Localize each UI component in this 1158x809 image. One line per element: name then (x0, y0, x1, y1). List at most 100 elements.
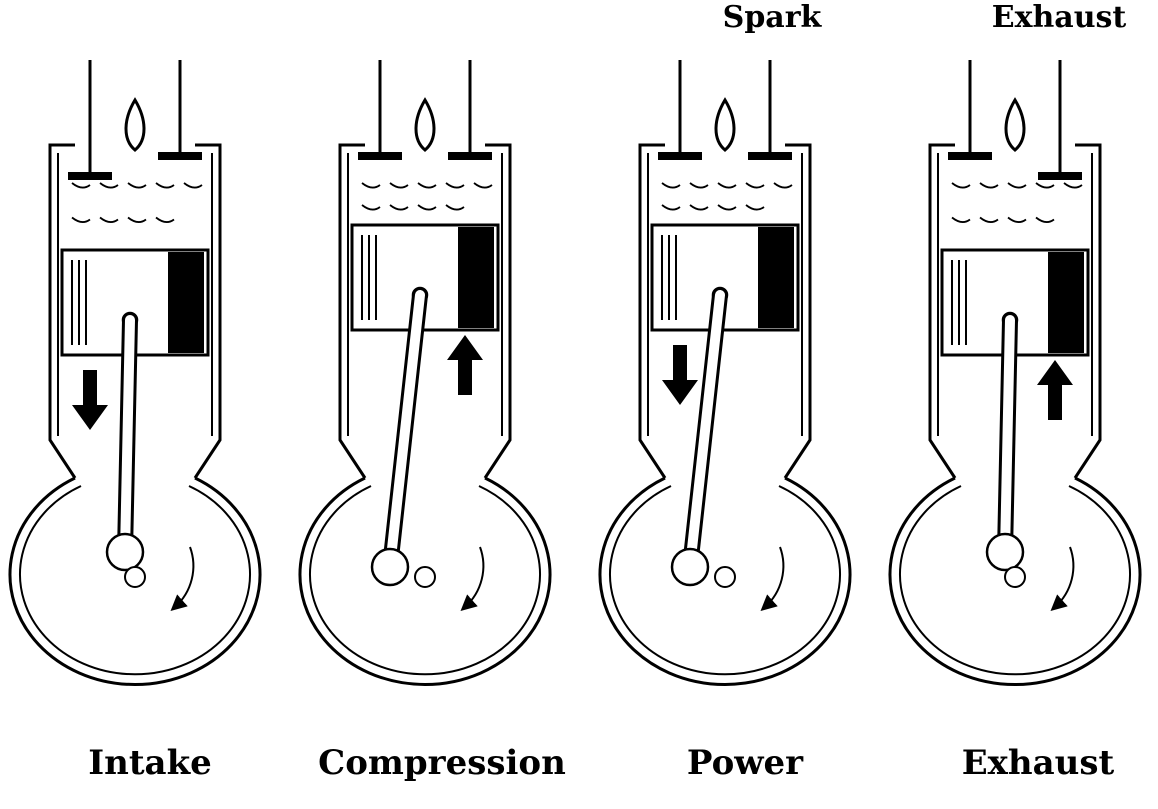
crankcase (298, 476, 552, 686)
stroke-label-exhaust: Exhaust (961, 743, 1115, 783)
gas-swirl (445, 182, 465, 189)
crankshaft (414, 566, 436, 588)
crank-pin (105, 532, 145, 572)
piston-shade (758, 227, 794, 328)
gas-swirl (361, 204, 381, 211)
gas-swirl (361, 182, 381, 189)
crankcase-inner (19, 485, 251, 676)
cylinder-wall-right (1073, 145, 1102, 479)
gas-swirl (389, 182, 409, 189)
crank-pin (370, 547, 410, 587)
gas-swirl (661, 182, 681, 189)
gas-swirl (445, 204, 465, 211)
stroke-label-power: Power (686, 743, 804, 783)
stroke-label-intake: Intake (88, 743, 212, 783)
valve-head (158, 152, 202, 160)
crankcase (888, 476, 1142, 686)
gas-swirl (155, 182, 175, 189)
cylinder-wall-right (783, 145, 812, 479)
rotation-arrow (760, 546, 785, 611)
gas-swirl (1007, 216, 1027, 223)
cylinder-wall-right (193, 145, 222, 479)
crankcase-inner (609, 485, 841, 676)
gas-swirl (99, 182, 119, 189)
valve-head (948, 152, 992, 160)
spark-plug (1004, 97, 1026, 152)
gas-swirl (1007, 182, 1027, 189)
crank-pin (670, 547, 710, 587)
connecting-rod (1000, 315, 1015, 557)
gas-swirl (979, 216, 999, 223)
gas-swirl (951, 216, 971, 223)
connecting-rod (385, 290, 425, 572)
gas-swirl (979, 182, 999, 189)
rotation-arrow (460, 546, 485, 611)
gas-swirl (183, 182, 203, 189)
piston-shade (458, 227, 494, 328)
crankshaft (1004, 566, 1026, 588)
cylinder-wall-left (638, 145, 667, 479)
gas-swirl (417, 182, 437, 189)
gas-swirl (1035, 182, 1055, 189)
piston-down-arrow (662, 345, 698, 405)
connecting-rod (120, 315, 135, 557)
rotation-arrow (170, 546, 195, 611)
valve-head (1038, 172, 1082, 180)
gas-swirl (745, 182, 765, 189)
piston-shade (1048, 252, 1084, 353)
crankshaft (124, 566, 146, 588)
gas-swirl (155, 216, 175, 223)
gas-swirl (951, 182, 971, 189)
crankcase-inner (309, 485, 541, 676)
gas-swirl (773, 182, 793, 189)
piston-down-arrow (72, 370, 108, 430)
piston-up-arrow (1037, 360, 1073, 420)
cylinder-wall-right (483, 145, 512, 479)
gas-swirl (689, 204, 709, 211)
crank-pin (985, 532, 1025, 572)
valve-head (748, 152, 792, 160)
gas-swirl (71, 182, 91, 189)
piston-up-arrow (447, 335, 483, 395)
valve-head (448, 152, 492, 160)
engine-compression (298, 60, 552, 686)
spark-plug (414, 97, 436, 152)
crankcase (8, 476, 262, 686)
spark-plug (124, 97, 146, 152)
crankcase-inner (899, 485, 1131, 676)
valve-head (358, 152, 402, 160)
connecting-rod (685, 290, 725, 572)
gas-swirl (127, 182, 147, 189)
gas-swirl (71, 216, 91, 223)
gas-swirl (745, 204, 765, 211)
cylinder-wall-left (48, 145, 77, 479)
top-label-spark: Spark (722, 0, 822, 35)
spark-plug (714, 97, 736, 152)
valve-head (68, 172, 112, 180)
piston-shade (168, 252, 204, 353)
gas-swirl (1063, 182, 1083, 189)
gas-swirl (689, 182, 709, 189)
top-label-exhaust: Exhaust (991, 0, 1127, 35)
stroke-label-compression: Compression (318, 743, 566, 783)
gas-swirl (661, 204, 681, 211)
gas-swirl (389, 204, 409, 211)
engine-intake (8, 60, 262, 686)
rotation-arrow (1050, 546, 1075, 611)
crankshaft (714, 566, 736, 588)
cylinder-wall-left (338, 145, 367, 479)
cylinder-wall-left (928, 145, 957, 479)
gas-swirl (417, 204, 437, 211)
crankcase (598, 476, 852, 686)
gas-swirl (717, 182, 737, 189)
engine-exhaust (888, 60, 1142, 686)
gas-swirl (99, 216, 119, 223)
engine-power (598, 60, 852, 686)
valve-head (658, 152, 702, 160)
gas-swirl (717, 204, 737, 211)
gas-swirl (1035, 216, 1055, 223)
gas-swirl (473, 182, 493, 189)
gas-swirl (127, 216, 147, 223)
